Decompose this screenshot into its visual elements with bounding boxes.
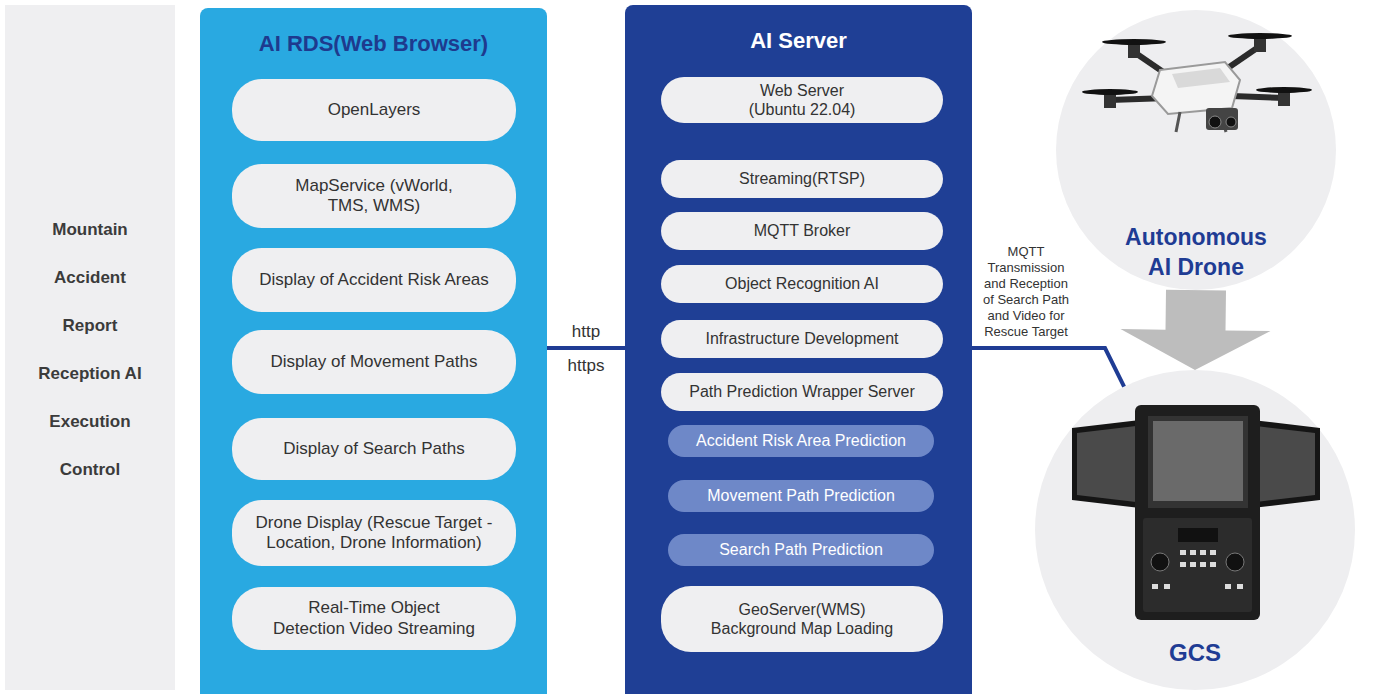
gcs-key xyxy=(1190,550,1196,555)
gcs-side-monitor xyxy=(1252,420,1320,508)
gcs-key xyxy=(1200,562,1206,567)
gcs-key xyxy=(1180,562,1186,567)
module-label: Display of Search Paths xyxy=(283,439,464,459)
protocol-label: https xyxy=(556,356,616,376)
circle-fill xyxy=(1056,10,1336,290)
gcs-case xyxy=(1135,405,1260,620)
prediction-pill: Movement Path Prediction xyxy=(668,480,934,512)
gcs-illustration xyxy=(1072,405,1320,620)
gcs-side-monitor xyxy=(1072,420,1140,508)
drone-body xyxy=(1152,62,1240,114)
drone-illustration xyxy=(1082,33,1312,132)
gcs-key xyxy=(1210,550,1216,555)
service-label: GeoServer(WMS) Background Map Loading xyxy=(705,600,900,638)
module-pill: Display of Search Paths xyxy=(232,418,516,480)
client-panel: AI RDS(Web Browser) OpenLayersMapService … xyxy=(200,8,547,694)
drone-propeller xyxy=(1102,39,1166,45)
service-label: Infrastructure Development xyxy=(706,329,899,348)
edge-label: http xyxy=(556,322,616,342)
module-pill: MapService (vWorld, TMS, WMS) xyxy=(232,164,516,228)
service-pill: Object Recognition AI xyxy=(661,265,943,303)
module-label: Display of Accident Risk Areas xyxy=(259,270,489,290)
service-pill: GeoServer(WMS) Background Map Loading xyxy=(661,586,943,652)
link-line xyxy=(972,348,1124,387)
gcs-key xyxy=(1200,550,1206,555)
module-label: MapService (vWorld, TMS, WMS) xyxy=(289,176,459,217)
module-label: Real-Time Object Detection Video Streami… xyxy=(272,598,477,639)
panel-title: AI RDS(Web Browser) xyxy=(200,30,547,58)
drone-shell xyxy=(1172,68,1230,88)
service-label: Object Recognition AI xyxy=(725,274,879,293)
gcs-key xyxy=(1180,550,1186,555)
module-label: Drone Display (Rescue Target -Location, … xyxy=(246,513,502,554)
device-circle: Autonomous AI Drone xyxy=(1056,10,1336,290)
service-pill: Web Server (Ubuntu 22.04) xyxy=(661,77,943,123)
block-arrow xyxy=(1121,290,1271,370)
gcs-lid xyxy=(1148,416,1248,508)
prediction-label: Search Path Prediction xyxy=(719,540,883,559)
module-pill: Drone Display (Rescue Target -Location, … xyxy=(232,500,516,566)
service-label: MQTT Broker xyxy=(754,221,851,240)
band-text: Mountain Accident Report Reception AI Ex… xyxy=(38,206,141,494)
drone-lens xyxy=(1226,117,1236,127)
prediction-label: Movement Path Prediction xyxy=(707,486,895,505)
device-title: Autonomous AI Drone xyxy=(1116,222,1276,282)
module-pill: Real-Time Object Detection Video Streami… xyxy=(232,587,516,650)
drone-arm xyxy=(1232,96,1284,98)
gcs-display xyxy=(1178,528,1218,542)
drone-motor xyxy=(1104,94,1116,108)
gcs-key xyxy=(1190,562,1196,567)
input-band: Mountain Accident Report Reception AI Ex… xyxy=(5,5,175,690)
drone-lens xyxy=(1209,116,1221,128)
panel-title: AI Server xyxy=(625,27,972,55)
drone-propeller xyxy=(1082,89,1138,95)
drone-propeller xyxy=(1256,87,1312,93)
gcs-screen xyxy=(1153,421,1243,501)
gcs-panel xyxy=(1143,518,1252,612)
prediction-label: Accident Risk Area Prediction xyxy=(696,431,906,450)
gcs-key xyxy=(1164,584,1170,589)
module-pill: Display of Movement Paths xyxy=(232,330,516,394)
module-pill: Display of Accident Risk Areas xyxy=(232,248,516,312)
module-label: OpenLayers xyxy=(328,100,421,120)
prediction-pill: Accident Risk Area Prediction xyxy=(668,425,934,457)
service-pill: MQTT Broker xyxy=(661,212,943,250)
service-pill: Streaming(RTSP) xyxy=(661,160,943,198)
gcs-key xyxy=(1152,584,1158,589)
service-label: Streaming(RTSP) xyxy=(739,169,865,188)
edge-label: MQTT Transmission and Reception of Searc… xyxy=(978,244,1074,340)
prediction-pill: Search Path Prediction xyxy=(668,534,934,566)
module-pill: OpenLayers xyxy=(232,79,516,141)
gcs-joystick xyxy=(1151,553,1169,571)
drone-motor xyxy=(1254,38,1266,52)
circle-fill xyxy=(1035,370,1355,690)
drone-motor xyxy=(1278,92,1290,106)
service-pill: Path Prediction Wrapper Server xyxy=(661,373,943,411)
gcs-joystick xyxy=(1226,553,1244,571)
gcs-key xyxy=(1210,562,1216,567)
device-circle: GCS xyxy=(1035,370,1355,690)
service-label: Path Prediction Wrapper Server xyxy=(689,382,915,401)
service-label: Web Server (Ubuntu 22.04) xyxy=(732,81,872,119)
drone-gimbal xyxy=(1206,108,1238,130)
drone-propeller xyxy=(1228,33,1292,39)
module-label: Display of Movement Paths xyxy=(271,352,478,372)
link-line xyxy=(547,346,625,350)
gcs-side-screen xyxy=(1077,426,1136,502)
gcs-key xyxy=(1225,584,1231,589)
gcs-key xyxy=(1237,584,1243,589)
device-title: GCS xyxy=(1135,638,1255,668)
service-pill: Infrastructure Development xyxy=(661,320,943,358)
gcs-side-screen xyxy=(1256,426,1315,502)
server-panel: AI ServerWeb Server (Ubuntu 22.04) Stream… xyxy=(625,5,972,694)
drone-motor xyxy=(1128,44,1140,58)
